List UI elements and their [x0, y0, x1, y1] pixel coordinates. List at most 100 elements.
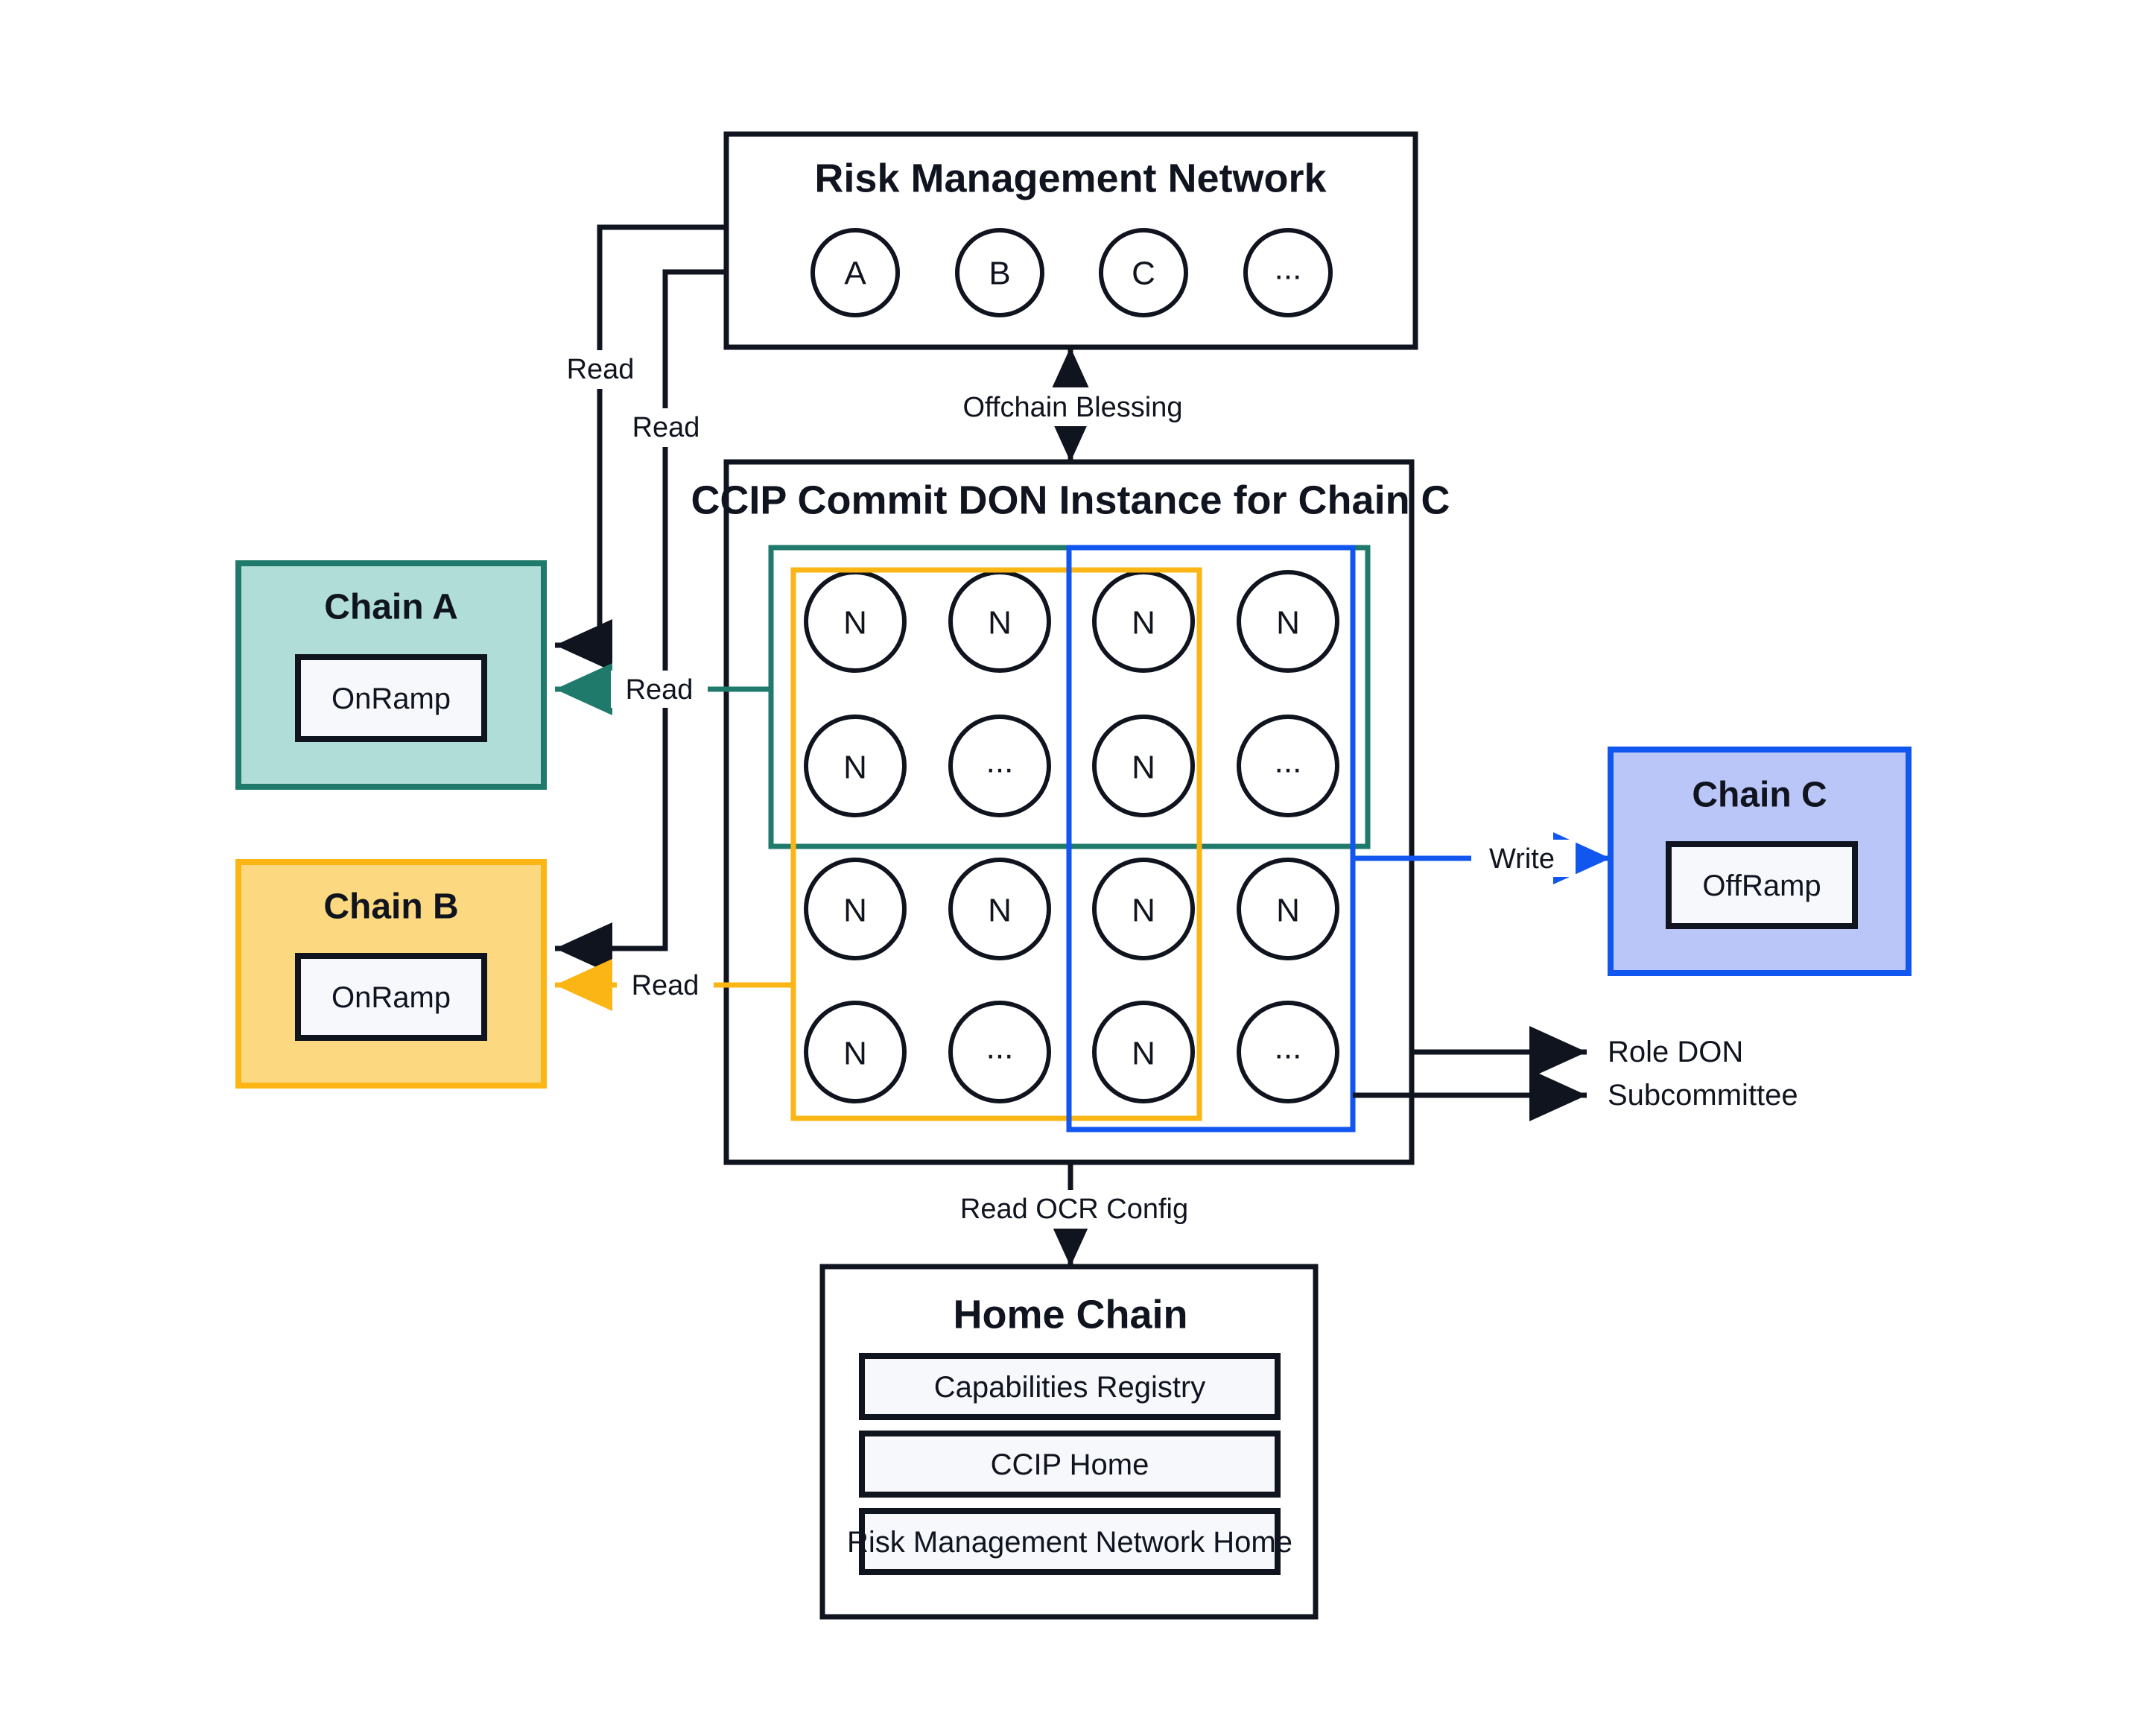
home-item-label: Risk Management Network Home	[847, 1526, 1292, 1559]
don-node-label: N	[1132, 605, 1155, 642]
don-node-circle	[1237, 1001, 1339, 1103]
offchain-blessing-label: Offchain Blessing	[962, 392, 1182, 423]
don-node-r3c4: N	[1237, 858, 1339, 960]
don-node-circle	[1237, 858, 1339, 960]
rmn-node-label: A	[844, 256, 866, 292]
don-node-circle	[948, 1001, 1051, 1103]
don-node-r4c4: ...	[1237, 1001, 1339, 1103]
home-item-box	[859, 1431, 1281, 1498]
don-node-r1c1: N	[804, 570, 907, 673]
home-chain-title: Home Chain	[953, 1292, 1187, 1337]
connector-read-ocr-config: Read OCR Config	[960, 1162, 1188, 1267]
offchain-blessing-label-bg	[968, 387, 1177, 426]
rmn-node-label: C	[1132, 256, 1155, 292]
legend-subcommittee-label: Subcommittee	[1608, 1079, 1798, 1112]
don-node-r2c2: ...	[948, 715, 1051, 817]
don-node-circle	[948, 715, 1051, 817]
chain-b-title: Chain B	[323, 887, 458, 927]
connector-read-teal-chain-a: Read	[555, 663, 771, 715]
connector-read-yellow-chain-b: Read	[555, 959, 793, 1011]
don-node-r3c3: N	[1092, 858, 1195, 960]
don-node-r1c3: N	[1092, 570, 1195, 673]
read-black-b-label: Read	[632, 412, 700, 443]
don-node-label: ...	[1275, 1030, 1302, 1066]
chain-a-onramp-label: OnRamp	[331, 682, 451, 715]
legend-role-don-label: Role DON	[1608, 1036, 1743, 1068]
read-teal-label: Read	[626, 674, 694, 706]
commit-don-box: CCIP Commit DON Instance for Chain C N N…	[691, 459, 1450, 1165]
rmn-node-circle	[1243, 228, 1333, 317]
connector-read-black-chain-a	[555, 224, 726, 671]
don-node-circle	[1092, 858, 1195, 960]
chain-b-onramp-box	[295, 953, 487, 1041]
chain-c-box: Chain C OffRamp	[1608, 747, 1912, 976]
don-node-r3c2: N	[948, 858, 1051, 960]
don-node-label: N	[1132, 893, 1155, 929]
chain-b-onramp-label: OnRamp	[331, 981, 451, 1014]
read-black-a-label-bg	[551, 350, 652, 389]
chain-a-onramp-box	[295, 654, 487, 742]
don-node-r4c2: ...	[948, 1001, 1051, 1103]
don-node-circle	[948, 858, 1051, 960]
home-chain-item-capabilities-registry: Capabilities Registry	[859, 1353, 1281, 1420]
chain-b-box: Chain B OnRamp	[235, 859, 547, 1089]
don-node-label: N	[843, 1036, 867, 1072]
don-node-label: N	[843, 893, 867, 929]
don-node-r1c4: N	[1237, 570, 1339, 673]
don-node-r1c2: N	[948, 570, 1051, 673]
don-node-label: N	[843, 605, 867, 642]
don-node-label: N	[1132, 750, 1155, 786]
read-yellow-label: Read	[632, 970, 699, 1001]
read-black-b-label-bg	[617, 408, 717, 447]
don-node-label: N	[988, 605, 1012, 642]
read-yellow-label-bg	[617, 966, 714, 1004]
home-chain-item-rmn-home: Risk Management Network Home	[847, 1508, 1292, 1575]
chain-a-title: Chain A	[324, 588, 458, 627]
read-black-label-a-group: Read	[551, 350, 652, 389]
chain-c-title: Chain C	[1692, 776, 1827, 815]
don-node-circle	[804, 715, 907, 817]
don-node-label: N	[1276, 893, 1300, 929]
write-label-bg	[1471, 840, 1576, 877]
don-node-r4c1: N	[804, 1001, 907, 1103]
home-chain-item-ccip-home: CCIP Home	[859, 1431, 1281, 1498]
home-item-box	[859, 1353, 1281, 1420]
don-node-label: N	[988, 893, 1012, 929]
connector-read-black-chain-b	[555, 269, 726, 975]
read-ocr-config-label: Read OCR Config	[960, 1194, 1188, 1225]
rmn-node-circle	[955, 228, 1044, 317]
connector-write-chain-c: Write	[1353, 832, 1611, 884]
chain-a-box: Chain A OnRamp	[235, 560, 547, 790]
commit-don-title: CCIP Commit DON Instance for Chain C	[691, 478, 1450, 522]
don-node-label: N	[1276, 605, 1300, 642]
legend-role-don: Role DON	[1412, 1026, 1743, 1078]
don-node-label: ...	[986, 1030, 1014, 1066]
don-node-label: N	[843, 750, 867, 786]
don-node-r2c3: N	[1092, 715, 1195, 817]
don-node-circle	[1237, 570, 1339, 673]
don-node-circle	[804, 858, 907, 960]
rmn-node-label: B	[989, 256, 1010, 292]
rmn-node-circle	[810, 228, 900, 317]
rmn-title: Risk Management Network	[814, 156, 1327, 200]
read-ocr-label-bg	[962, 1190, 1186, 1229]
don-node-label: N	[1132, 1036, 1155, 1072]
rmn-node-label: ...	[1275, 250, 1302, 287]
rmn-node-b: B	[955, 228, 1044, 317]
group-outline-yellow	[790, 567, 1202, 1121]
don-node-circle	[1092, 1001, 1195, 1103]
don-node-circle	[804, 1001, 907, 1103]
don-node-label: ...	[1275, 744, 1302, 780]
don-node-circle	[1092, 715, 1195, 817]
home-item-label: CCIP Home	[991, 1448, 1149, 1481]
don-node-r2c1: N	[804, 715, 907, 817]
rmn-node-c: C	[1099, 228, 1188, 317]
risk-management-network-box: Risk Management Network A B C ...	[723, 131, 1418, 350]
home-chain-box: Home Chain Capabilities Registry CCIP Ho…	[819, 1264, 1319, 1620]
read-black-a-label: Read	[567, 354, 635, 385]
chain-c-offramp-box	[1666, 841, 1858, 929]
don-node-label: ...	[986, 744, 1014, 780]
chain-b-container	[235, 859, 547, 1089]
